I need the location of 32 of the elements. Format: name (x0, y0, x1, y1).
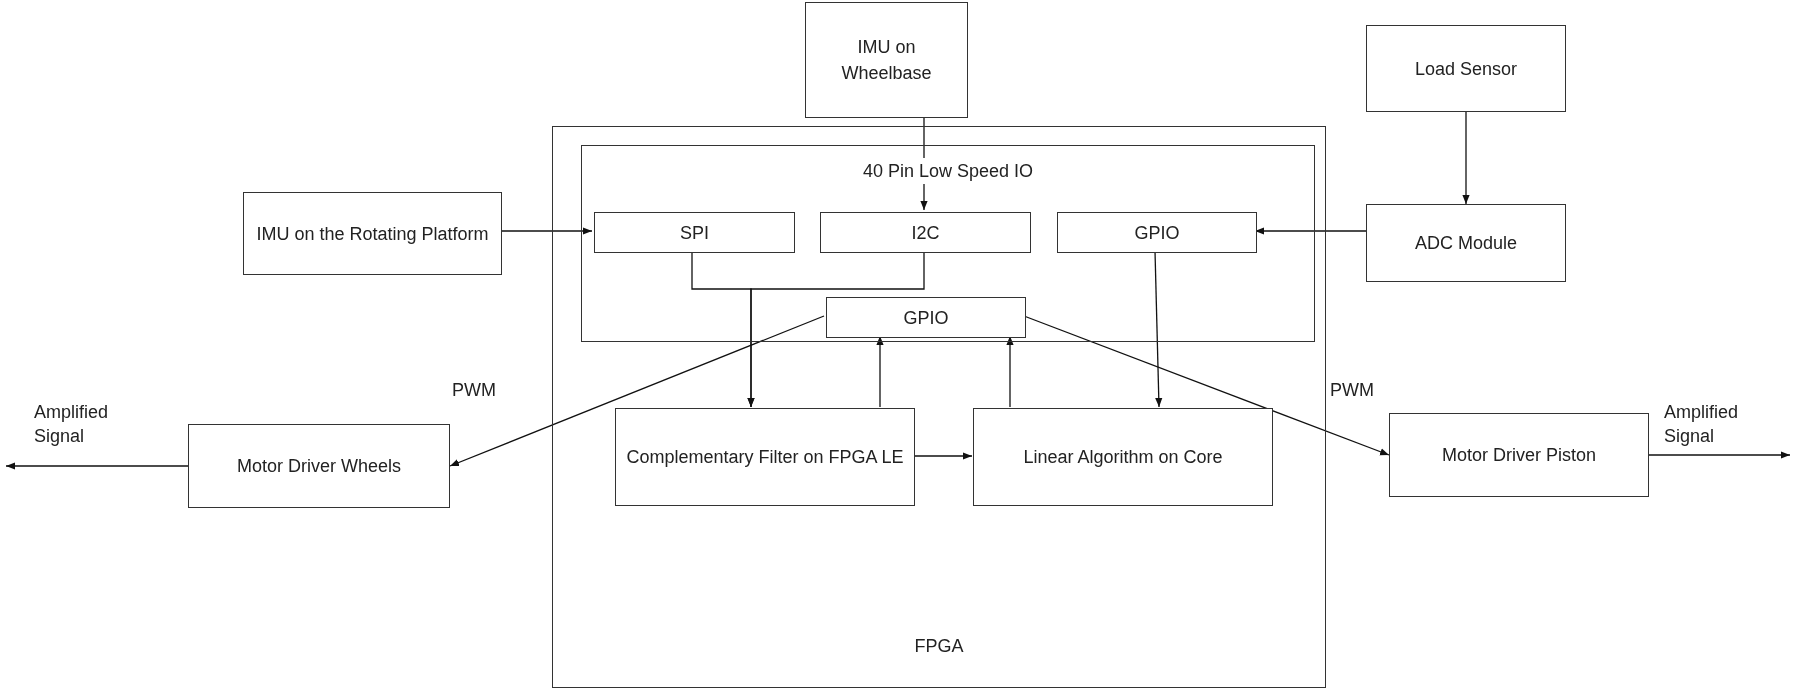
process-box (552, 126, 1326, 688)
process-box (805, 2, 968, 118)
box-label: GPIO (902, 306, 950, 330)
box-label: Motor Driver Wheels (236, 455, 402, 478)
box-label: Load Sensor (1413, 57, 1519, 81)
arrow (501, 227, 593, 235)
arrow (913, 452, 973, 460)
arrow (449, 315, 825, 467)
box-label: Motor Driver Piston (1440, 444, 1597, 467)
process-box (1366, 25, 1566, 112)
process-box (594, 212, 795, 253)
box-label: Linear Algorithm on Core (1022, 446, 1224, 469)
box-label: IMU on the Rotating Platform (255, 222, 490, 246)
process-box (243, 192, 502, 275)
box-label: Complementary Filter on FPGA LE (625, 446, 905, 469)
process-box (1389, 413, 1649, 497)
box-label: I2C (910, 221, 941, 245)
box-label: IMU on Wheelbase (840, 36, 933, 85)
arrow (5, 462, 189, 470)
box-label: GPIO (1133, 221, 1181, 245)
box-label: SPI (679, 221, 710, 245)
process-box (615, 408, 915, 506)
process-box (1366, 204, 1566, 282)
process-box (820, 212, 1031, 253)
process-box (188, 424, 450, 508)
process-box (1057, 212, 1257, 253)
arrow (1462, 111, 1470, 205)
arrow (1648, 451, 1791, 459)
box-label: ADC Module (1413, 232, 1518, 255)
process-box (826, 297, 1026, 338)
process-box (581, 145, 1315, 342)
process-box (973, 408, 1273, 506)
